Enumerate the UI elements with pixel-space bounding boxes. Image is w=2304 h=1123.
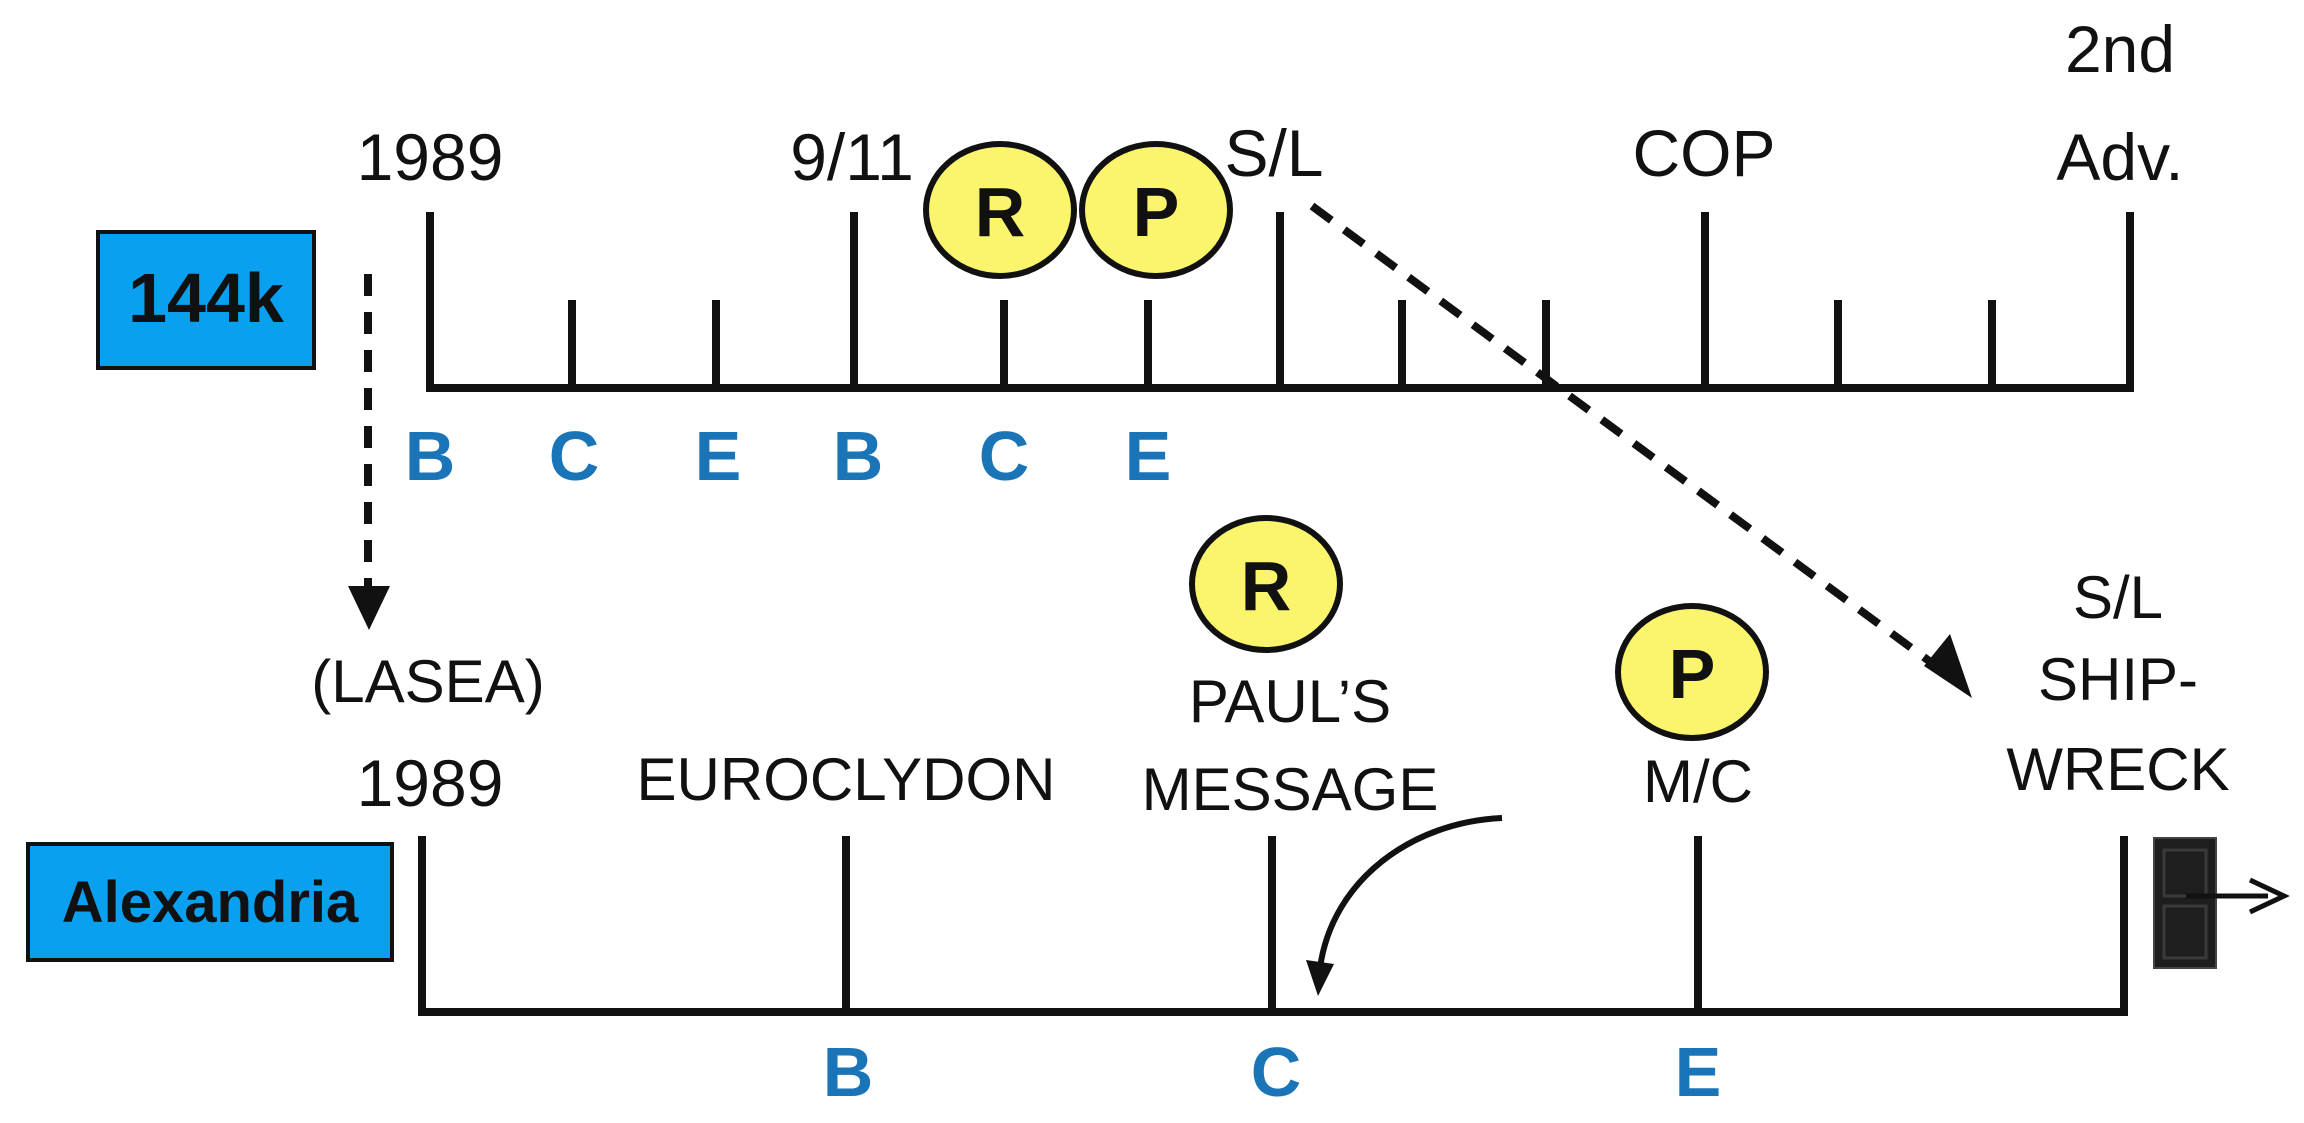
- box-144k-label: 144k: [128, 259, 284, 337]
- exit-arrowhead-icon: [2248, 877, 2290, 915]
- bottom-circle-r: [1189, 515, 1343, 653]
- bottom-mark-sl-line3: WRECK: [2006, 736, 2229, 803]
- box-alexandria-label: Alexandria: [62, 870, 359, 935]
- bottom-mark-1989: 1989: [357, 746, 504, 820]
- bottom-code: C: [1251, 1033, 1302, 1111]
- bottom-mark-sl-line2: SHIP-: [2038, 646, 2198, 713]
- top-mark-sl: S/L: [1224, 116, 1323, 190]
- bottom-circle-r-label: R: [1241, 547, 1292, 625]
- bottom-code: E: [1675, 1033, 1722, 1111]
- arrowhead-down-icon: [348, 586, 390, 630]
- top-circle-p: [1079, 141, 1233, 279]
- bottom-mark-mc: M/C: [1643, 748, 1753, 815]
- top-code: B: [833, 417, 884, 495]
- top-code: E: [695, 417, 742, 495]
- bottom-code: B: [823, 1033, 874, 1111]
- box-alexandria: [26, 842, 394, 962]
- bottom-circle-p: [1615, 603, 1769, 741]
- connectors: [348, 202, 1972, 996]
- top-code: B: [405, 417, 456, 495]
- bottom-circle-p-label: P: [1669, 635, 1716, 713]
- top-mark-adv-line1: 2nd: [2065, 12, 2175, 86]
- arrowhead-curved-icon: [1306, 960, 1334, 996]
- top-circle-p-label: P: [1133, 173, 1180, 251]
- curved-arrow-mc-to-c: [1317, 815, 1503, 969]
- box-144k: [96, 230, 316, 370]
- top-code: C: [979, 417, 1030, 495]
- top-mark-adv-line2: Adv.: [2056, 120, 2183, 194]
- dashed-arrow-sl-to-shipwreck: [1309, 202, 1947, 676]
- bottom-mark-sl-line1: S/L: [2073, 564, 2163, 631]
- bottom-mark-pauls-line2: MESSAGE: [1142, 756, 1439, 823]
- arrowhead-diagonal-icon: [1924, 634, 1972, 698]
- bottom-mark-pauls-line1: PAUL’S: [1189, 668, 1391, 735]
- top-mark-911: 9/11: [790, 120, 914, 194]
- top-code: E: [1125, 417, 1172, 495]
- top-code: C: [549, 417, 600, 495]
- top-timeline: 144k 1989 9/11 S/L COP 2nd Adv. R P B C: [96, 12, 2184, 495]
- top-circle-r: [923, 141, 1077, 279]
- bottom-timeline: Alexandria (LASEA) 1989 EUROCLYDON PAUL’…: [26, 515, 2290, 1111]
- door-icon: [2153, 837, 2217, 969]
- top-mark-cop: COP: [1632, 116, 1775, 190]
- bottom-mark-lasea: (LASEA): [311, 648, 544, 715]
- bottom-mark-euroclydon: EUROCLYDON: [637, 746, 1056, 813]
- top-mark-1989: 1989: [357, 120, 504, 194]
- top-circle-r-label: R: [975, 173, 1026, 251]
